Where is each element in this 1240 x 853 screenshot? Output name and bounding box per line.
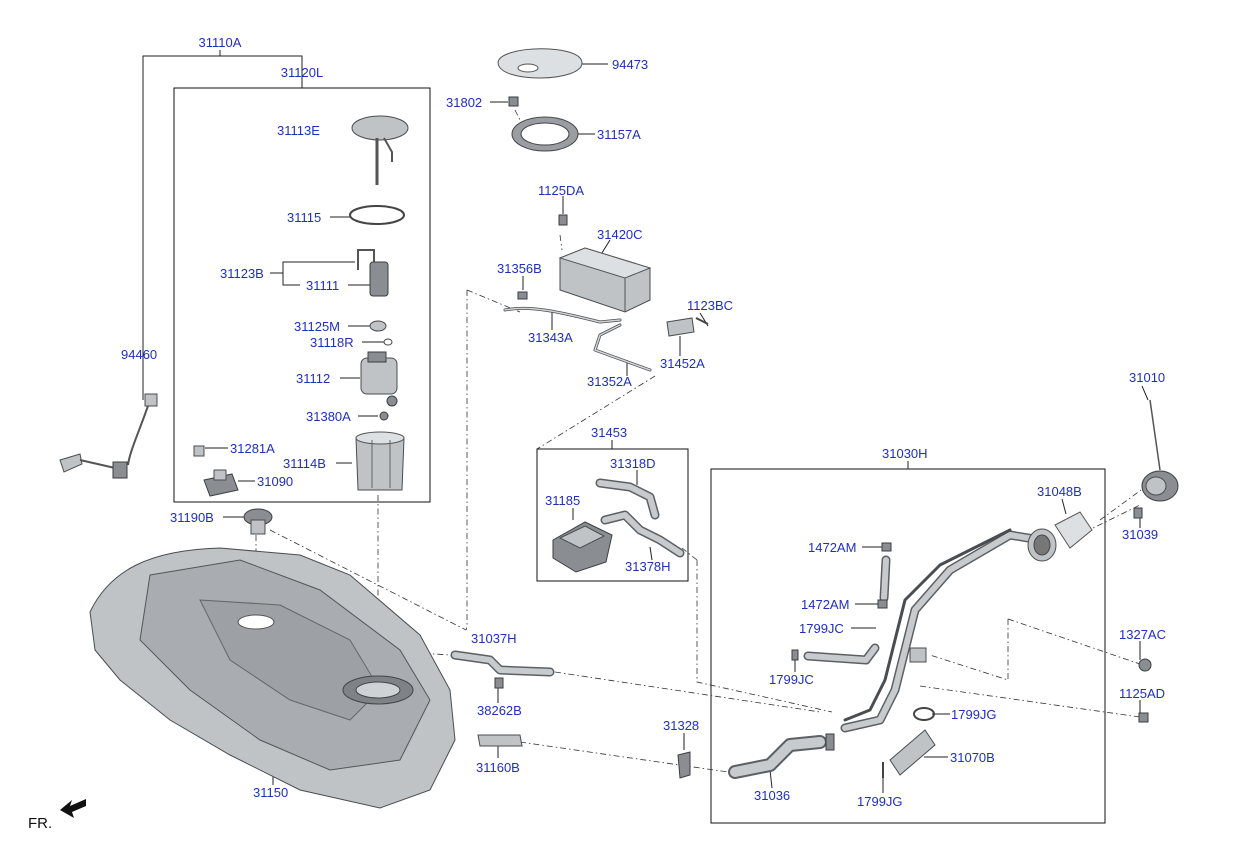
hose-31343A	[503, 306, 622, 324]
label-31352A[interactable]: 31352A	[587, 374, 632, 389]
reservoir-31114B	[355, 431, 405, 491]
label-1472AM-b[interactable]: 1472AM	[801, 597, 849, 612]
part-31281A	[193, 445, 205, 457]
ring-31157A	[511, 116, 579, 152]
label-31380A[interactable]: 31380A	[306, 409, 351, 424]
label-31802[interactable]: 31802	[446, 95, 482, 110]
label-31010[interactable]: 31010	[1129, 370, 1165, 385]
label-1799JC-b[interactable]: 1799JC	[769, 672, 814, 687]
label-31115[interactable]: 31115	[287, 210, 321, 225]
hose-31352A	[593, 323, 652, 372]
label-38262B[interactable]: 38262B	[477, 703, 522, 718]
cap-31010	[1141, 399, 1179, 502]
label-31113E[interactable]: 31113E	[277, 123, 320, 138]
bracket-1123BC	[666, 317, 709, 337]
part-31118R	[383, 338, 393, 346]
label-31453[interactable]: 31453	[591, 425, 627, 440]
canister-31420C	[558, 214, 652, 313]
label-31190B[interactable]: 31190B	[170, 510, 214, 525]
label-31112[interactable]: 31112	[296, 371, 330, 386]
label-94473[interactable]: 94473	[612, 57, 648, 72]
label-31111[interactable]: 31111	[306, 278, 339, 293]
label-31281A[interactable]: 31281A	[230, 441, 275, 456]
label-31090[interactable]: 31090	[257, 474, 293, 489]
tank-31150	[89, 547, 456, 809]
clip-31328	[677, 751, 691, 779]
pump-31111	[357, 249, 389, 297]
part-31190B	[243, 508, 273, 535]
label-31160B[interactable]: 31160B	[476, 760, 520, 775]
label-31039[interactable]: 31039	[1122, 527, 1158, 542]
label-31452A[interactable]: 31452A	[660, 356, 705, 371]
label-31037H[interactable]: 31037H	[471, 631, 517, 646]
label-31150[interactable]: 31150	[253, 785, 288, 800]
label-31356B[interactable]: 31356B	[497, 261, 542, 276]
pad-94473	[497, 48, 583, 79]
label-31048B[interactable]: 31048B	[1037, 484, 1082, 499]
label-1125DA[interactable]: 1125DA	[538, 183, 584, 198]
filter-31112	[360, 351, 398, 407]
label-31125M[interactable]: 31125M	[294, 319, 340, 334]
label-1327AC[interactable]: 1327AC	[1119, 627, 1166, 642]
leader-31110A	[142, 55, 303, 400]
nut-31802	[508, 96, 519, 107]
label-94460[interactable]: 94460	[121, 347, 157, 362]
group-labels: 31110A 31120L 94473 31802 31157A 31113E …	[28, 35, 1166, 832]
part-31090	[203, 469, 239, 497]
label-1799JG-b[interactable]: 1799JG	[857, 794, 903, 809]
part-31160B	[477, 734, 523, 747]
bracket-31070B	[889, 729, 936, 776]
label-31420C[interactable]: 31420C	[597, 227, 643, 242]
clip-38262B	[494, 677, 504, 689]
label-31120L[interactable]: 31120L	[281, 65, 323, 80]
label-1799JG-a[interactable]: 1799JG	[951, 707, 997, 722]
label-1799JC-a[interactable]: 1799JC	[799, 621, 844, 636]
front-label: FR.	[28, 815, 52, 832]
label-31110A[interactable]: 31110A	[199, 35, 242, 50]
label-31036[interactable]: 31036	[754, 788, 790, 803]
label-31185[interactable]: 31185	[545, 493, 580, 508]
ring-1799JG	[913, 707, 935, 721]
bolt-1125AD	[1138, 712, 1149, 723]
label-31114B[interactable]: 31114B	[283, 456, 326, 471]
front-arrow-icon	[60, 799, 86, 818]
label-31118R[interactable]: 31118R	[310, 335, 354, 350]
clamp-1472AM-b	[877, 599, 888, 609]
part-31125M	[369, 320, 387, 332]
gasket-31048B	[1054, 511, 1093, 549]
oring-31115	[349, 205, 405, 225]
label-31030H[interactable]: 31030H	[882, 446, 928, 461]
label-1123BC[interactable]: 1123BC	[687, 298, 733, 313]
label-31318D[interactable]: 31318D	[610, 456, 656, 471]
label-31123B[interactable]: 31123B	[220, 266, 264, 281]
flange-31113E	[351, 115, 409, 185]
label-31070B[interactable]: 31070B	[950, 750, 995, 765]
sender-94460	[59, 393, 158, 479]
part-31380A	[379, 411, 389, 421]
label-31378H[interactable]: 31378H	[625, 559, 671, 574]
clamp-1472AM-a	[881, 542, 892, 552]
nut-1327AC	[1138, 658, 1152, 672]
group-boxes	[142, 50, 1149, 824]
label-1472AM-a[interactable]: 1472AM	[808, 540, 856, 555]
label-31157A[interactable]: 31157A	[597, 127, 641, 142]
part-31356B	[517, 291, 528, 300]
label-1125AD[interactable]: 1125AD	[1119, 686, 1165, 701]
bolt-31039	[1133, 507, 1143, 519]
label-31343A[interactable]: 31343A	[528, 330, 573, 345]
filler-pipe-31030H	[840, 528, 1057, 733]
part-31185	[552, 521, 613, 573]
label-31328[interactable]: 31328	[663, 718, 699, 733]
